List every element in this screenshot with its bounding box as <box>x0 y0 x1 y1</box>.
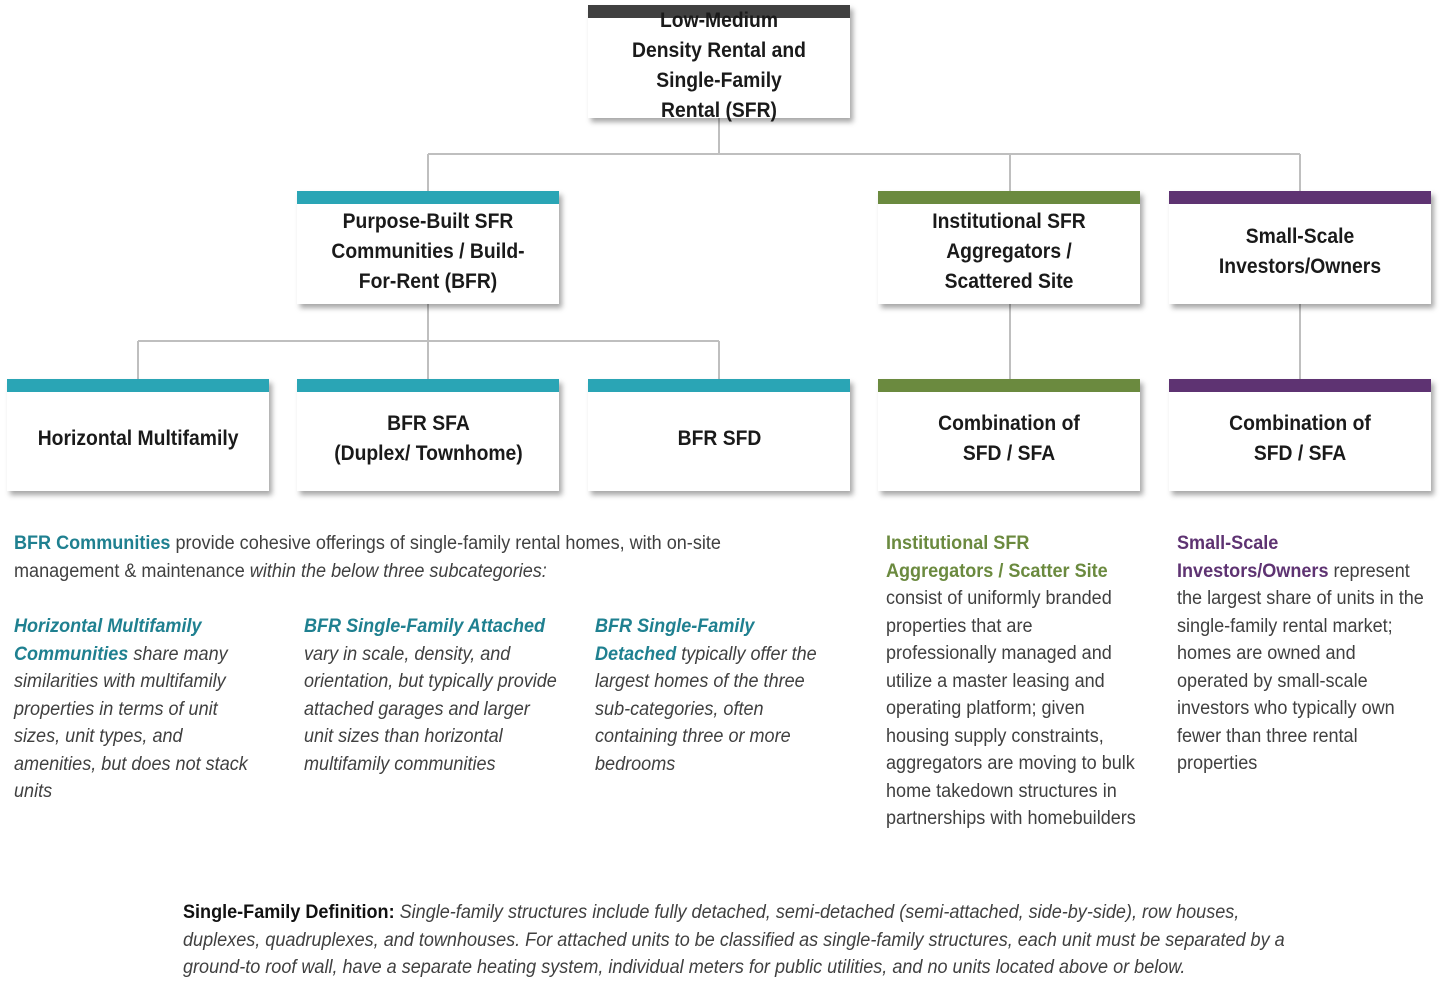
single-family-definition: Single-Family Definition: Single-family … <box>183 899 1378 982</box>
bfr-sfa-description-text: vary in scale, density, and orientation,… <box>304 643 557 775</box>
bfr-intro-title: BFR Communities <box>14 533 171 554</box>
root-node-label: Low-Medium Density Rental and Single-Fam… <box>632 8 806 122</box>
bfr-sfd-node-bar <box>588 379 850 392</box>
small-scale-investors-node: Small-Scale Investors/Owners <box>1169 191 1431 304</box>
small-scale-investors-description: Small-Scale Investors/Owners represent t… <box>1177 530 1442 778</box>
small-scale-investors-description-text: represent the largest share of units in … <box>1177 560 1424 775</box>
single-family-definition-label: Single-Family Definition: <box>183 902 395 923</box>
institutional-sfr-node-label: Institutional SFR Aggregators / Scattere… <box>932 209 1086 293</box>
institutional-sfr-node-bar <box>878 191 1140 204</box>
root-node: Low-Medium Density Rental and Single-Fam… <box>588 5 850 122</box>
bfr-communities-node-bar <box>297 191 559 204</box>
horizontal-multifamily-description: Horizontal Multifamily Communities share… <box>14 613 276 806</box>
bfr-intro-text: provide cohesive offerings of single-fam… <box>14 533 721 582</box>
horizontal-multifamily-node: Horizontal Multifamily <box>7 379 269 491</box>
bfr-sfd-node-label: BFR SFD <box>677 427 761 450</box>
institutional-sfr-description-text: consist of uniformly branded properties … <box>886 588 1136 829</box>
bfr-sfd-description-text: typically offer the largest homes of the… <box>595 643 817 775</box>
institutional-combination-label-line1: Combination of <box>938 412 1080 435</box>
bfr-communities-node: Purpose-Built SFR Communities / Build-Fo… <box>297 191 559 304</box>
bfr-intro-italic: within the below three subcategories: <box>249 560 547 582</box>
bfr-sfd-description-title: BFR Single-Family Detached <box>595 616 755 665</box>
root-node-bar <box>588 5 850 18</box>
small-scale-combination-label-line2: SFD / SFA <box>1253 442 1347 465</box>
bfr-sfa-description: BFR Single-Family Attached vary in scale… <box>304 613 574 778</box>
bfr-sfa-node: BFR SFA (Duplex/ Townhome) <box>297 379 559 491</box>
institutional-combination-node: Combination of SFD / SFA <box>878 379 1140 491</box>
small-scale-combination-node: Combination of SFD / SFA <box>1169 379 1431 491</box>
bfr-sfa-description-title: BFR Single-Family Attached <box>304 616 546 637</box>
small-scale-investors-node-label: Small-Scale Investors/Owners <box>1218 224 1382 278</box>
bfr-sfd-description: BFR Single-Family Detached typically off… <box>595 613 845 778</box>
horizontal-multifamily-description-title: Horizontal Multifamily Communities <box>14 616 202 665</box>
bfr-sfa-node-label-line1: BFR SFA <box>386 412 470 435</box>
small-scale-investors-node-bar <box>1169 191 1431 204</box>
small-scale-combination-node-bar <box>1169 379 1431 392</box>
institutional-combination-node-bar <box>878 379 1140 392</box>
bfr-sfa-node-label-line2: (Duplex/ Townhome) <box>333 442 523 465</box>
institutional-sfr-description-title: Institutional SFR Aggregators / Scatter … <box>886 533 1108 582</box>
bfr-sfa-node-bar <box>297 379 559 392</box>
bfr-sfd-node: BFR SFD <box>588 379 850 491</box>
small-scale-investors-description-title: Small-Scale Investors/Owners <box>1177 533 1329 582</box>
horizontal-multifamily-node-label: Horizontal Multifamily <box>37 427 239 450</box>
horizontal-multifamily-description-text: share many similarities with multifamily… <box>14 643 248 803</box>
institutional-sfr-node: Institutional SFR Aggregators / Scattere… <box>878 191 1140 304</box>
institutional-combination-label-line2: SFD / SFA <box>962 442 1056 465</box>
institutional-sfr-description: Institutional SFR Aggregators / Scatter … <box>886 530 1151 833</box>
single-family-definition-text: Single-family structures include fully d… <box>183 902 1285 978</box>
small-scale-combination-label-line1: Combination of <box>1229 412 1371 435</box>
bfr-communities-node-label: Purpose-Built SFR Communities / Build-Fo… <box>331 209 525 293</box>
bfr-intro-description: BFR Communities provide cohesive offerin… <box>14 530 814 585</box>
horizontal-multifamily-node-bar <box>7 379 269 392</box>
